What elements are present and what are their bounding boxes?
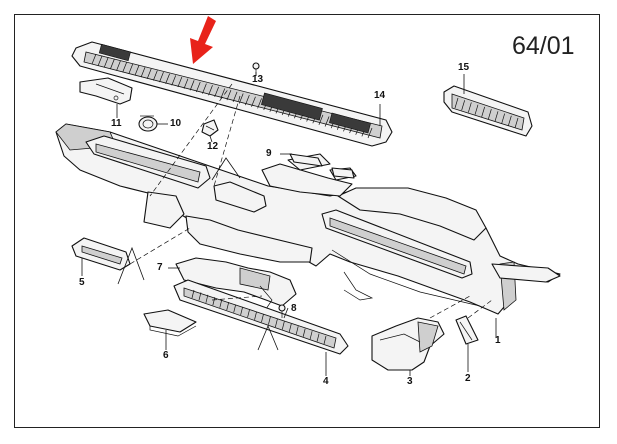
callout-5: 5 bbox=[79, 277, 85, 288]
callout-12: 12 bbox=[207, 141, 219, 152]
leader-lines bbox=[81, 72, 497, 376]
fastener-part bbox=[278, 304, 286, 318]
vent-slat bbox=[195, 81, 201, 93]
bracket-part bbox=[79, 77, 133, 105]
vent-slat bbox=[183, 78, 189, 89]
vent-slat bbox=[275, 318, 278, 328]
callout-6: 6 bbox=[163, 350, 169, 361]
vent-slat bbox=[501, 113, 506, 124]
callout-15: 15 bbox=[458, 62, 470, 73]
diagram-frame bbox=[14, 14, 600, 428]
section-code-label: 64/01 bbox=[512, 32, 575, 60]
vent-slat bbox=[251, 96, 256, 107]
vent-slat bbox=[116, 60, 121, 71]
vent-slat bbox=[110, 58, 115, 70]
vent-slat bbox=[467, 102, 472, 113]
vent-slat bbox=[140, 67, 146, 78]
vent-slat bbox=[261, 314, 264, 323]
callout-1: 1 bbox=[495, 335, 501, 346]
vent-slat bbox=[254, 311, 257, 320]
vent-slat bbox=[202, 83, 207, 94]
vent-slat bbox=[247, 309, 250, 318]
callout-11: 11 bbox=[111, 118, 122, 129]
vent-slat bbox=[233, 304, 237, 313]
vent-slat bbox=[128, 63, 134, 74]
vent-slat bbox=[324, 116, 330, 127]
vent-slat bbox=[302, 328, 306, 337]
clamp-part bbox=[138, 115, 158, 132]
callout-8: 8 bbox=[291, 303, 297, 314]
vent-slat bbox=[240, 306, 243, 316]
vent-slat bbox=[268, 316, 271, 325]
clip-part bbox=[201, 119, 219, 137]
vent-slat bbox=[189, 80, 195, 91]
callout-3: 3 bbox=[407, 376, 413, 387]
vent-slat bbox=[165, 73, 170, 84]
callout-4: 4 bbox=[323, 376, 329, 387]
elbow-duct-part bbox=[371, 317, 445, 371]
vent-slat bbox=[226, 90, 232, 101]
callout-9: 9 bbox=[266, 148, 272, 159]
vent-slat bbox=[153, 70, 158, 81]
vent-slat bbox=[103, 57, 109, 68]
vent-nozzle-part bbox=[71, 237, 131, 271]
vent-slat bbox=[208, 85, 213, 96]
vent-slat bbox=[461, 100, 466, 111]
vent-slat bbox=[487, 109, 492, 120]
vent-slat bbox=[122, 62, 127, 73]
vent-slat bbox=[367, 127, 373, 139]
vent-slat bbox=[309, 331, 313, 340]
cover-plate-part bbox=[143, 309, 197, 337]
dashboard-carrier-part bbox=[55, 123, 561, 315]
callout-7: 7 bbox=[157, 262, 163, 273]
vent-slat bbox=[134, 65, 140, 76]
duct-part bbox=[175, 257, 297, 313]
vent-slat bbox=[226, 302, 230, 311]
vent-slat bbox=[97, 55, 103, 66]
vent-slat bbox=[232, 91, 238, 102]
vent-slat bbox=[288, 323, 292, 332]
vent-slat bbox=[177, 76, 183, 88]
vent-slat bbox=[318, 114, 324, 125]
grille-vent-part bbox=[71, 41, 393, 147]
small-panel-part bbox=[289, 153, 355, 179]
vent-slat bbox=[91, 53, 97, 65]
vent-slat bbox=[316, 333, 320, 342]
vent-slat bbox=[146, 68, 152, 79]
vent-slat bbox=[494, 111, 499, 122]
vent-slat bbox=[212, 297, 216, 306]
vent-slat bbox=[454, 97, 459, 109]
vent-slat bbox=[191, 289, 195, 299]
vent-slat bbox=[514, 117, 519, 129]
vent-slat bbox=[159, 71, 164, 83]
vent-slat bbox=[214, 86, 219, 98]
callout-10: 10 bbox=[170, 118, 182, 129]
vent-slat bbox=[220, 88, 226, 99]
vent-slat bbox=[238, 93, 244, 104]
vent-slat bbox=[257, 98, 262, 109]
vent-slat bbox=[323, 335, 327, 345]
vent-slat bbox=[507, 115, 512, 126]
vent-slat bbox=[219, 299, 223, 308]
vent-slat bbox=[245, 94, 250, 106]
small-grille-part bbox=[443, 85, 533, 137]
callout-2: 2 bbox=[465, 373, 471, 384]
gasket-part bbox=[455, 315, 479, 345]
vent-slat bbox=[205, 294, 209, 303]
assembly-dash-lines bbox=[129, 83, 493, 319]
vent-strip-part bbox=[173, 279, 349, 355]
callout-13: 13 bbox=[252, 74, 264, 85]
vent-slat bbox=[474, 104, 479, 115]
vent-slat bbox=[481, 106, 486, 117]
vent-slat bbox=[198, 292, 202, 301]
vent-slat bbox=[171, 75, 177, 86]
vent-slat bbox=[281, 321, 285, 330]
callout-14: 14 bbox=[374, 90, 386, 101]
vent-slat bbox=[295, 326, 299, 335]
red-arrow-icon bbox=[190, 16, 216, 64]
